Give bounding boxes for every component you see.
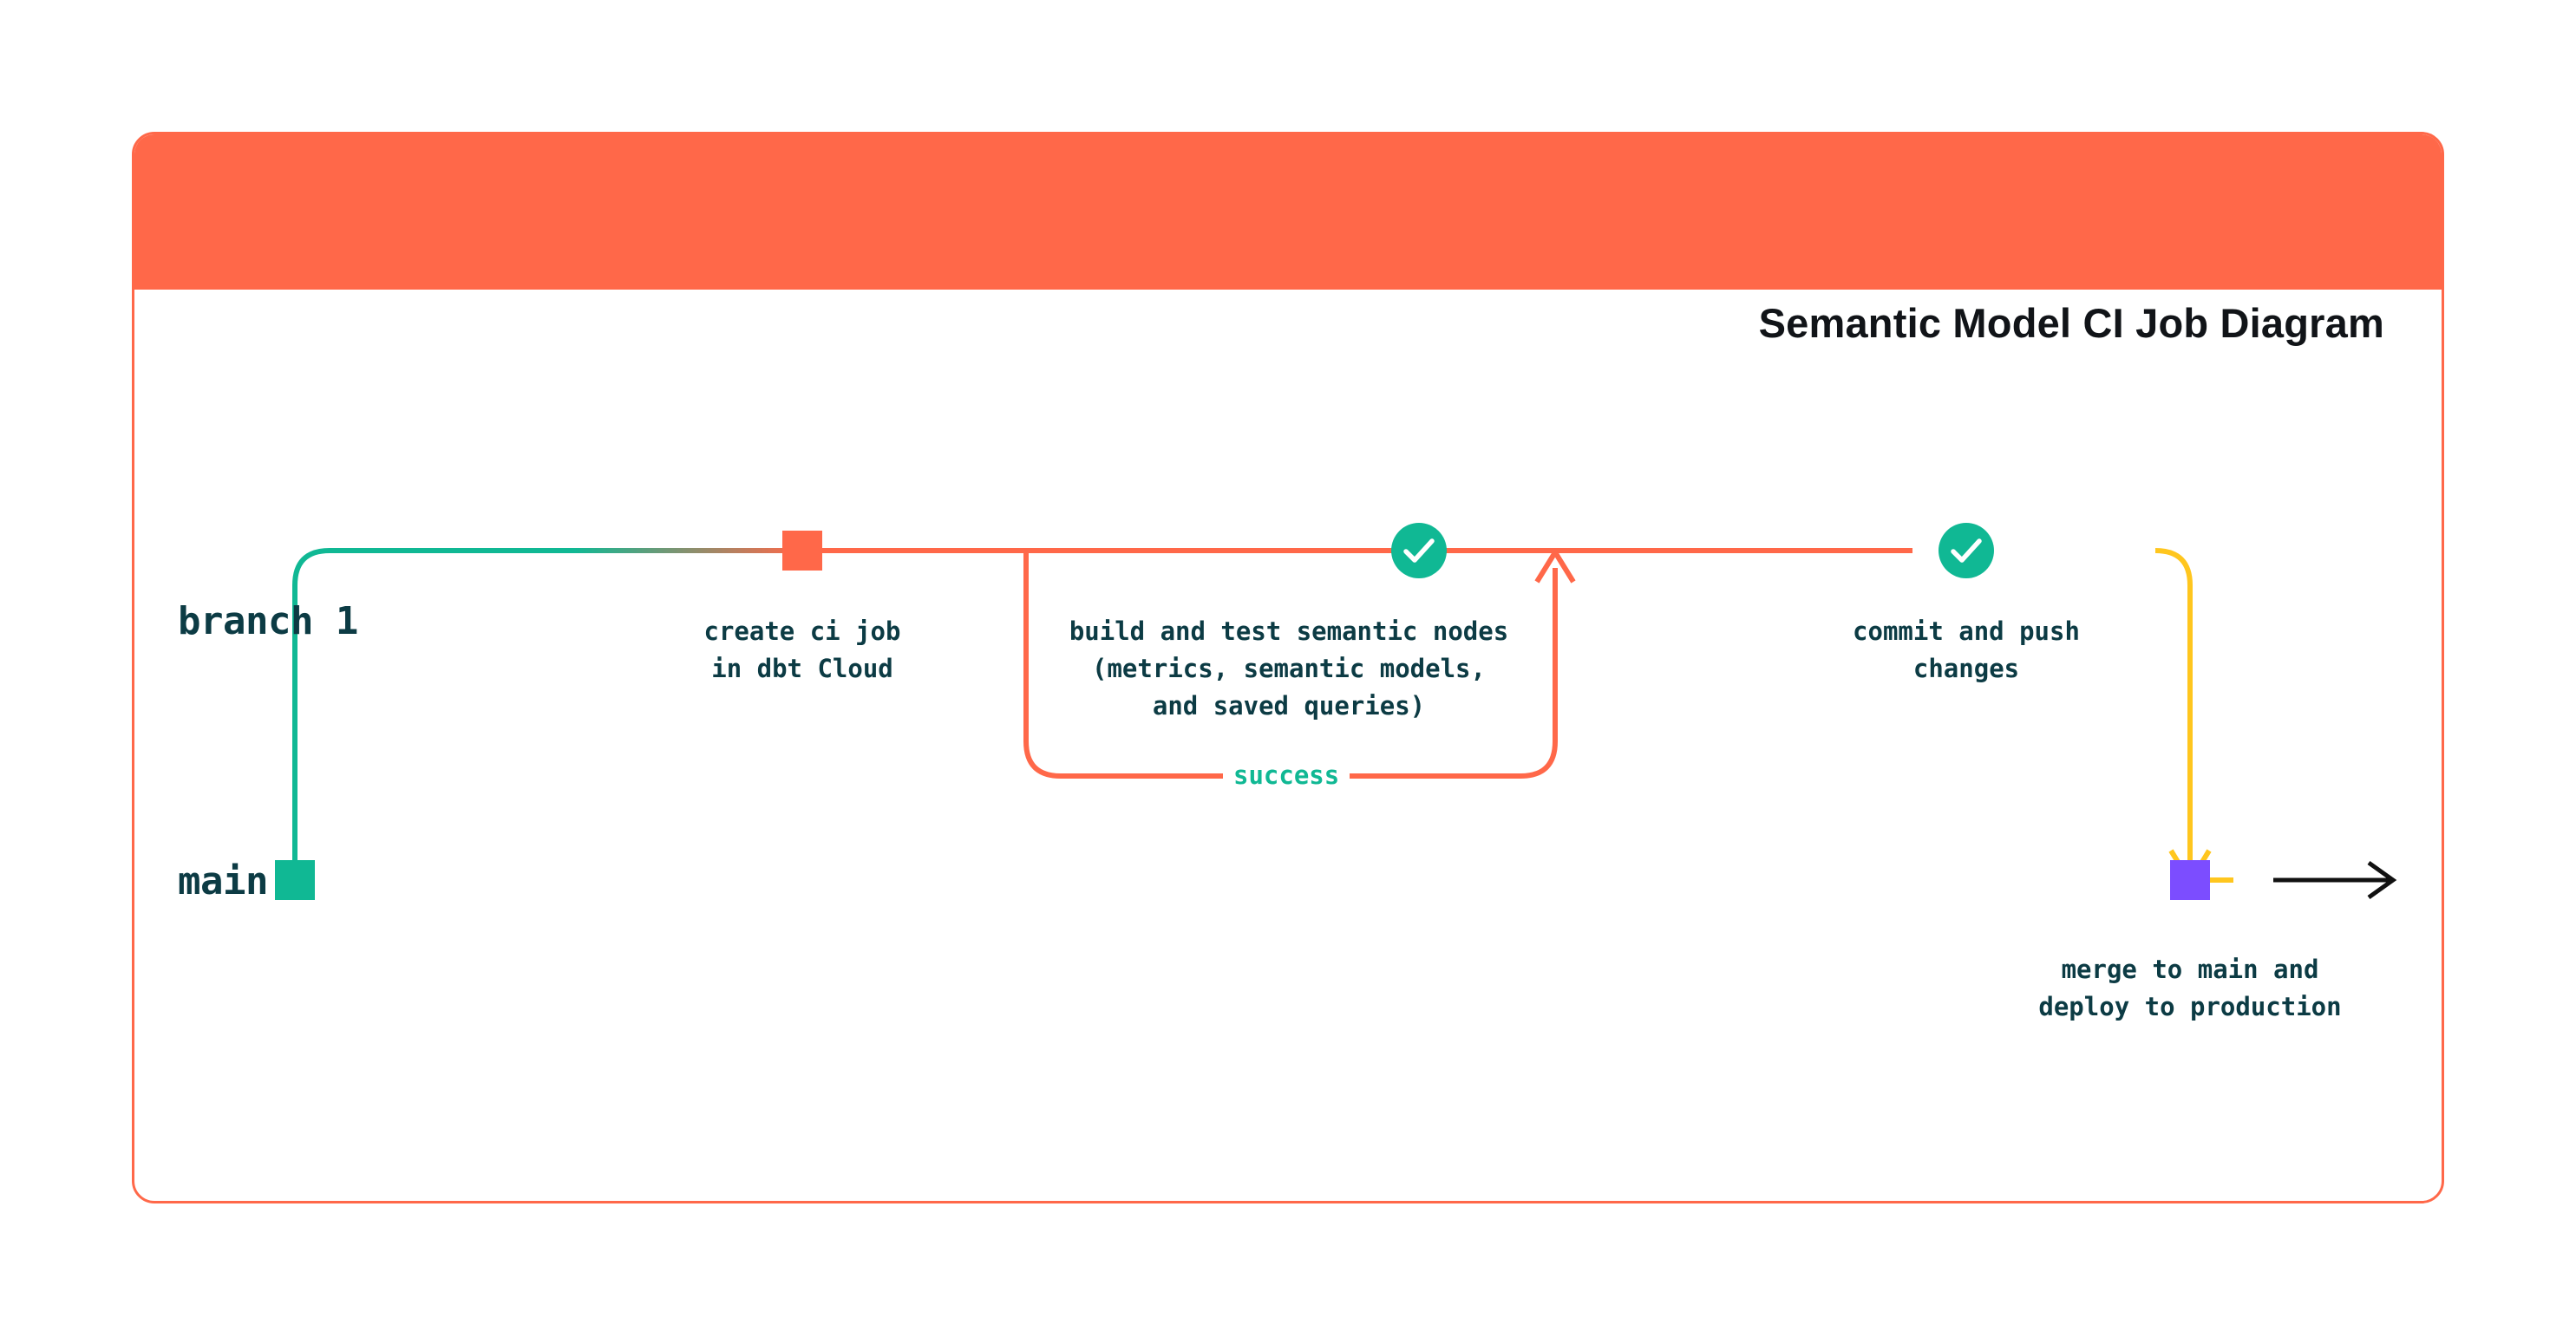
check-circle-commit-and-push[interactable] bbox=[1939, 523, 1994, 578]
lane-label-main: main bbox=[178, 859, 268, 903]
dbt-logo-icon bbox=[296, 297, 363, 365]
diagram-canvas: branch 1 main create ci job in bbox=[134, 134, 2442, 1201]
edge-label-success: success bbox=[1223, 760, 1350, 790]
lane-label-branch-1: branch 1 bbox=[178, 599, 358, 643]
card-header bbox=[134, 134, 2442, 290]
node-label-build-and-test: build and test semantic nodes (metrics, … bbox=[1069, 616, 1509, 721]
diagram-card: Semantic Model CI Job Diagram bbox=[132, 132, 2444, 1203]
node-label-create-ci-job: create ci job in dbt Cloud bbox=[703, 616, 901, 683]
node-label-commit-and-push: commit and push changes bbox=[1853, 616, 2080, 683]
commit-node-main-start[interactable] bbox=[275, 860, 315, 900]
merge-descent-edge bbox=[2154, 548, 2193, 863]
success-loop-arrowhead bbox=[1534, 551, 1576, 584]
check-circle-build-and-test[interactable] bbox=[1391, 523, 1447, 578]
commit-node-merge-to-main[interactable] bbox=[2170, 860, 2210, 900]
main-continues-arrowhead bbox=[2367, 860, 2397, 900]
commit-node-create-ci-job[interactable] bbox=[782, 531, 822, 571]
node-label-merge-to-main: merge to main and deploy to production bbox=[2038, 955, 2342, 1021]
branch-off-edge bbox=[292, 548, 802, 880]
page-title: Semantic Model CI Job Diagram bbox=[1758, 300, 2384, 346]
